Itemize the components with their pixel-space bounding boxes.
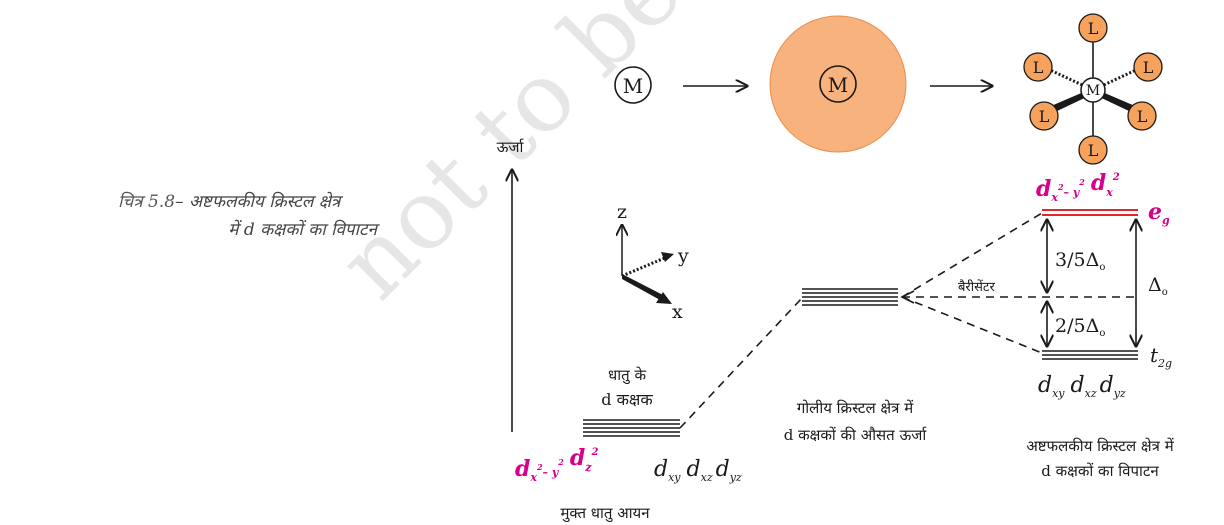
- free-metal-symbol: M: [614, 66, 652, 104]
- eg-label: eg: [1148, 199, 1170, 227]
- x-label: x: [672, 301, 683, 323]
- spherical-label-1: गोलीय क्रिस्टल क्षेत्र में: [797, 399, 914, 417]
- energy-label: ऊर्जा: [497, 138, 525, 156]
- connector-to-t2g: [901, 296, 1043, 354]
- free-ion-title-1: धातु के: [608, 366, 646, 385]
- y-axis-head: [661, 252, 674, 262]
- y-axis: [621, 255, 668, 278]
- z-label: z: [617, 201, 627, 223]
- metal-label-2: M: [828, 73, 848, 97]
- free-ion-levels: धातु के d कक्षक: [583, 366, 680, 437]
- caption-title-2: कक्षकों का विपाटन: [260, 220, 377, 240]
- caption-d: d: [243, 220, 255, 240]
- caption-word-in: में: [228, 220, 239, 240]
- svg-text:L: L: [1033, 58, 1044, 77]
- y-label: y: [677, 245, 689, 267]
- x-axis-wedge: [622, 274, 663, 300]
- caption-number: चित्र 5.8: [118, 192, 176, 212]
- connector-free-to-spherical: [679, 297, 803, 429]
- ligand-bottom: L: [1078, 135, 1108, 165]
- coordinate-axes: z y x: [617, 201, 689, 323]
- central-metal: M: [1080, 77, 1106, 103]
- ligand-upper-right: L: [1133, 52, 1163, 82]
- spherical-field-sphere: M: [769, 15, 907, 153]
- ligand-lower-left: L: [1029, 101, 1059, 131]
- caption-title-1: अष्टफलकीय क्रिस्टल क्षेत्र: [188, 192, 341, 212]
- svg-text:L: L: [1088, 19, 1099, 38]
- upper-split-label: 3/5Δo: [1055, 249, 1105, 273]
- ligand-lower-right: L: [1127, 101, 1157, 131]
- svg-text:L: L: [1137, 107, 1148, 126]
- svg-text:M: M: [1086, 83, 1100, 99]
- caption-line-1: चित्र 5.8– अष्टफलकीय क्रिस्टल क्षेत्र: [118, 188, 383, 216]
- svg-text:L: L: [1039, 107, 1050, 126]
- metal-label-1: M: [623, 74, 643, 98]
- ligand-upper-left: L: [1023, 52, 1053, 82]
- lower-split-label: 2/5Δo: [1055, 315, 1105, 339]
- x-axis-head: [656, 292, 672, 304]
- ligand-top: L: [1078, 13, 1108, 43]
- watermark: not to be: [317, 0, 703, 320]
- barycenter-arrowhead: [900, 290, 915, 304]
- free-ion-title-2: d कक्षक: [601, 390, 653, 409]
- svg-text:L: L: [1143, 58, 1154, 77]
- caption-line-2: में d कक्षकों का विपाटन: [118, 216, 383, 244]
- caption-dash: –: [175, 192, 184, 212]
- octahedral-label-2: d कक्षकों का विपाटन: [1041, 462, 1159, 480]
- octahedral-complex: L L L L L L M: [1023, 13, 1163, 165]
- t2g-label: t2g: [1150, 343, 1172, 370]
- figure-caption: चित्र 5.8– अष्टफलकीय क्रिस्टल क्षेत्र मे…: [118, 188, 383, 244]
- total-split-label: Δo: [1148, 274, 1168, 298]
- barycenter-label: बैरीसेंटर: [958, 279, 995, 295]
- svg-text:L: L: [1088, 141, 1099, 160]
- free-ion-label: मुक्त धातु आयन: [560, 504, 650, 523]
- octahedral-label-1: अष्टफलकीय क्रिस्टल क्षेत्र में: [1026, 437, 1174, 455]
- spherical-label-2: d कक्षकों की औसत ऊर्जा: [784, 426, 928, 444]
- spherical-levels: [802, 288, 898, 306]
